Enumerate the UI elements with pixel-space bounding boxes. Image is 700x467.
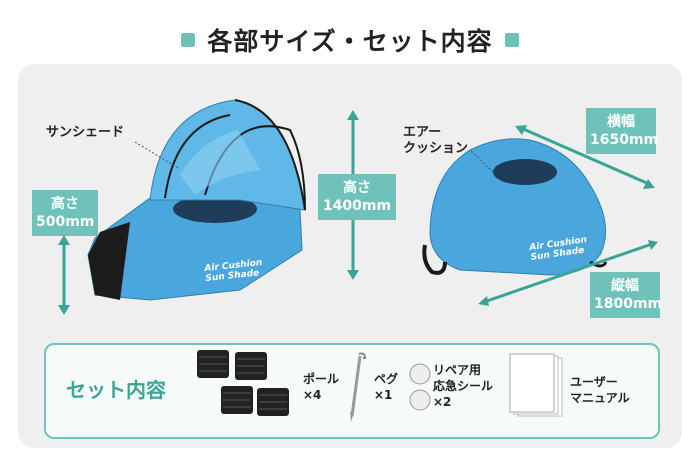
- height-500-arrow: [58, 235, 70, 315]
- manual-label: ユーザー マニュアル: [570, 374, 630, 406]
- depth-1800-arrow: [478, 240, 658, 306]
- peg-image: [350, 352, 367, 422]
- page-title: 各部サイズ・セット内容: [207, 27, 493, 56]
- height-1400-tag-line1: 高さ: [343, 180, 371, 196]
- height-1400-tag: 高さ 1400mm: [318, 174, 396, 221]
- manual-name-line1: ユーザー: [570, 375, 618, 389]
- width-1650-tag: 横幅 1650mm: [586, 108, 659, 155]
- peg-name: ペグ: [374, 372, 399, 386]
- title-left-marker: [181, 33, 196, 47]
- width-1650-tag-line1: 横幅: [607, 114, 635, 130]
- poles-name: ポール: [303, 372, 340, 386]
- repair-seal-qty: ×2: [433, 395, 452, 410]
- repair-seal-image: [409, 363, 431, 411]
- depth-1800-tag-line1: 縦幅: [611, 278, 639, 294]
- header: 各部サイズ・セット内容: [0, 22, 700, 58]
- poles-image: [197, 350, 289, 416]
- depth-1800-tag-line2: 1800mm: [594, 296, 663, 313]
- height-500-tag-line1: 高さ: [51, 196, 79, 212]
- air-cushion-label-line1: エアー: [403, 125, 442, 140]
- repair-seal-name-line2: 応急シール: [433, 379, 494, 394]
- set-contents-title: セット内容: [66, 378, 166, 402]
- width-1650-tag-line2: 1650mm: [590, 132, 659, 149]
- manual-image: [509, 353, 563, 417]
- sunshade-label: サンシェード: [46, 125, 125, 140]
- width-1650-arrow: [515, 125, 655, 189]
- air-cushion-label: エアー クッション: [403, 125, 468, 158]
- repair-seal-label: リペア用 応急シール ×2: [433, 362, 493, 411]
- depth-1800-tag: 縦幅 1800mm: [590, 272, 663, 319]
- poles-label: ポール ×4: [303, 371, 339, 403]
- peg-qty: ×1: [374, 388, 393, 403]
- manual-name-line2: マニュアル: [570, 391, 630, 406]
- height-1400-tag-line2: 1400mm: [322, 198, 392, 215]
- poles-qty: ×4: [303, 388, 322, 403]
- title-right-marker: [504, 33, 519, 47]
- height-500-tag-line2: 500mm: [36, 214, 95, 231]
- peg-label: ペグ ×1: [374, 371, 398, 403]
- repair-seal-name-line1: リペア用: [433, 363, 482, 377]
- height-500-tag: 高さ 500mm: [32, 190, 98, 237]
- air-cushion-label-line2: クッション: [403, 141, 469, 157]
